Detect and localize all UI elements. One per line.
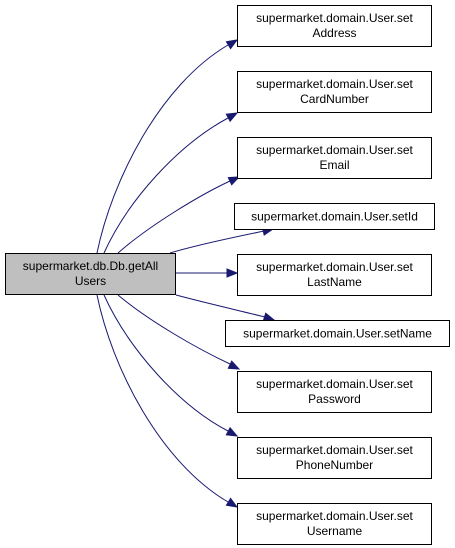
arrowhead-setphonenumber: [225, 426, 239, 437]
root-node-label-line-2: Users: [75, 274, 106, 288]
arrowhead-setpassword: [227, 360, 241, 370]
callee-node-label-line-2: Password: [308, 392, 361, 406]
callee-node-box: [237, 254, 432, 296]
arrowhead-setemail: [227, 176, 241, 186]
callee-node-box: [237, 137, 432, 179]
callee-node-box: [237, 371, 432, 413]
callee-node-label-line-1: supermarket.domain.User.set: [256, 509, 413, 523]
callee-node-label-line-1: supermarket.domain.User.set: [256, 77, 413, 91]
callee-node-label-line-1: supermarket.domain.User.set: [256, 143, 413, 157]
call-edge-setid: [169, 230, 265, 254]
callee-node-label-line-2: Email: [319, 158, 349, 172]
callee-node-box: [237, 437, 432, 479]
call-edge-setcardnumber: [103, 117, 229, 254]
callee-node-setid[interactable]: supermarket.domain.User.setId: [234, 203, 435, 230]
root-node-box: [5, 253, 176, 295]
root-node-getallusers[interactable]: supermarket.db.Db.getAll Users: [5, 253, 176, 295]
callee-node-label-line-2: Address: [312, 26, 356, 40]
call-edge-setname: [175, 294, 266, 318]
callee-node-label-line-1: supermarket.domain.User.set: [256, 443, 413, 457]
arrowhead-setcardnumber: [225, 112, 239, 123]
callee-node-box: [237, 503, 432, 545]
callee-node-setname[interactable]: supermarket.domain.User.setName: [225, 320, 450, 347]
callee-node-label-line-2: Username: [307, 524, 363, 538]
callee-node-box: [237, 71, 432, 113]
callee-nodes: supermarket.domain.User.setAddresssuperm…: [225, 5, 450, 545]
callee-node-box: [237, 5, 432, 47]
callee-node-label-line-1: supermarket.domain.User.set: [256, 260, 413, 274]
callee-node-label-line-2: PhoneNumber: [296, 458, 373, 472]
callee-node-label-line-1: supermarket.domain.User.set: [256, 11, 413, 25]
arrowhead-setusername: [225, 497, 239, 508]
call-edge-setpassword: [117, 294, 231, 365]
arrowhead-setlastname: [226, 268, 239, 278]
call-edge-setusername: [96, 294, 229, 503]
callee-node-label-line-2: CardNumber: [300, 92, 369, 106]
arrowhead-setname: [262, 312, 276, 322]
call-edge-setphonenumber: [103, 294, 229, 432]
callee-node-box: [234, 203, 435, 230]
call-edge-setemail: [117, 180, 231, 254]
arrowhead-setaddress: [225, 39, 239, 50]
callee-node-box: [225, 320, 450, 347]
callee-node-label-line-1: supermarket.domain.User.setId: [251, 210, 418, 224]
callee-node-label-line-2: LastName: [307, 275, 362, 289]
call-edge-setaddress: [96, 44, 229, 254]
callee-node-label-line-1: supermarket.domain.User.set: [256, 377, 413, 391]
callee-node-label-line-1: supermarket.domain.User.setName: [243, 327, 432, 341]
root-node-label-line-1: supermarket.db.Db.getAll: [23, 259, 158, 273]
